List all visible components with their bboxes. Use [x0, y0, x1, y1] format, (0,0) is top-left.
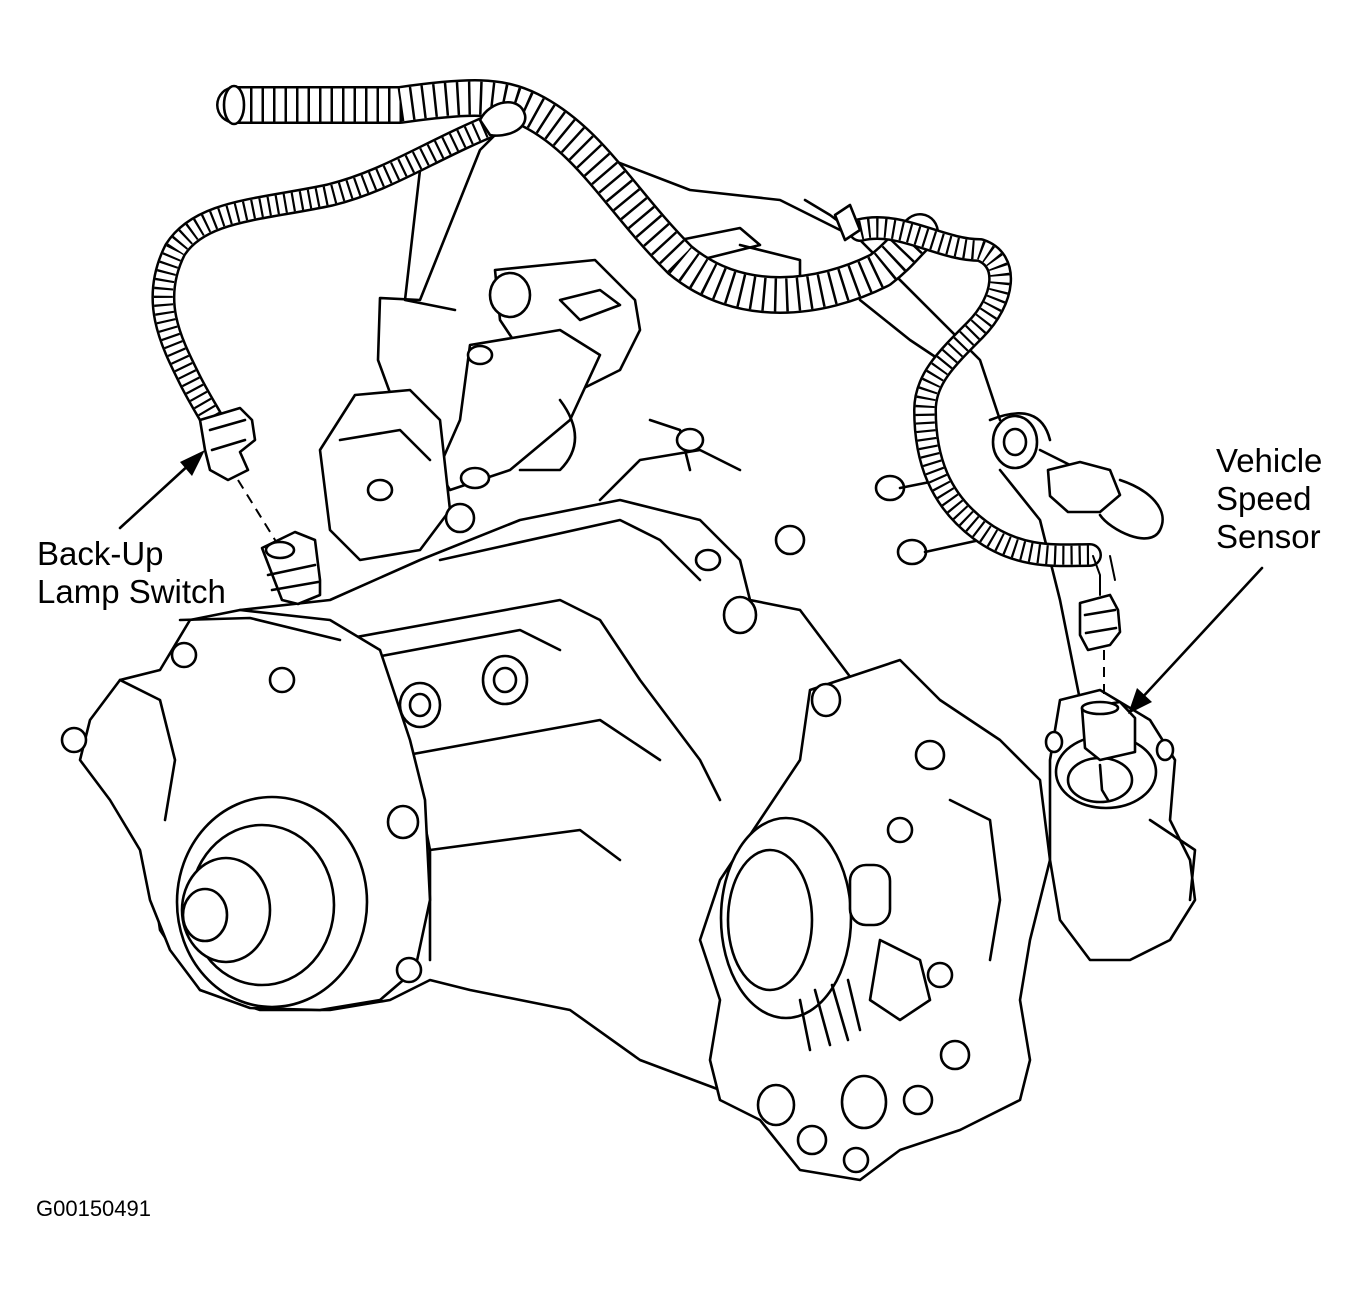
- upper-right-bracket: [991, 414, 1082, 472]
- vss-label-line-2: Speed: [1216, 480, 1312, 517]
- backup-label-line-2: Lamp Switch: [37, 573, 226, 610]
- vss-wire: [848, 216, 1116, 596]
- upper-cover: [318, 388, 452, 562]
- differential-housing: [698, 658, 1052, 1182]
- end-cover-left: [60, 608, 432, 1012]
- backup-lamp-switch-label: Back-Up Lamp Switch: [37, 535, 226, 611]
- vss-label-line-1: Vehicle: [1216, 442, 1323, 479]
- harness-clip: [478, 100, 862, 242]
- backup-label-line-1: Back-Up: [37, 535, 164, 572]
- upper-right-sensor: [1046, 460, 1164, 540]
- vehicle-speed-sensor: [1080, 700, 1137, 802]
- mount-bracket: [436, 258, 642, 492]
- backup-lamp-switch: [260, 530, 322, 606]
- backup-connection-line: [237, 479, 281, 549]
- backup-lamp-connector: [198, 406, 257, 482]
- figure-code: G00150491: [36, 1196, 151, 1221]
- vss-label-line-3: Sensor: [1216, 518, 1321, 555]
- vss-arrow: [1128, 566, 1264, 714]
- backup-lamp-arrow: [118, 450, 205, 530]
- vehicle-speed-sensor-label: Vehicle Speed Sensor: [1216, 442, 1322, 556]
- backup-lamp-wire: [151, 110, 512, 437]
- vss-flange: [1044, 688, 1197, 962]
- vss-connector: [1078, 593, 1122, 652]
- main-harness: [216, 79, 939, 314]
